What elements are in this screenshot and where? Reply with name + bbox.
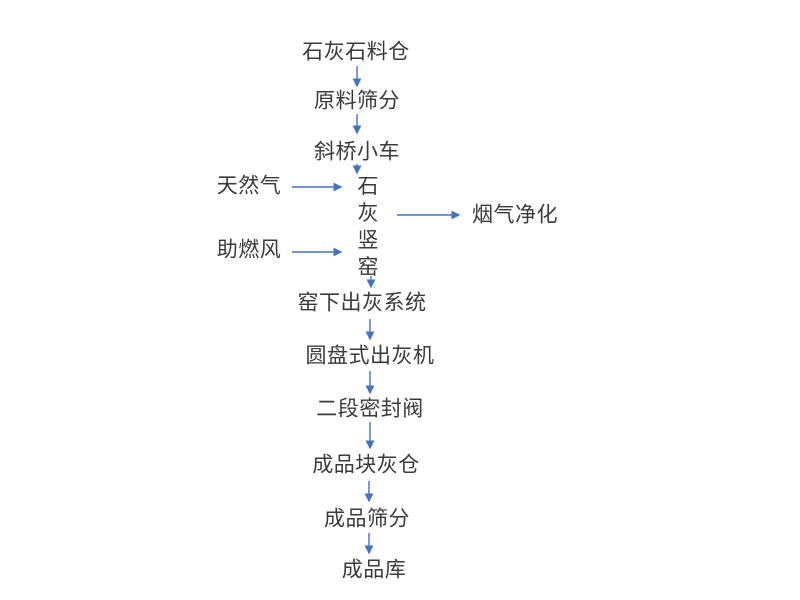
node-kiln-bottom-ash-discharge: 窑下出灰系统	[297, 290, 427, 315]
node-finished-lump-lime-silo: 成品块灰仓	[312, 452, 420, 477]
node-limestone-silo: 石灰石料仓	[302, 39, 410, 64]
node-disc-ash-discharger: 圆盘式出灰机	[305, 343, 435, 368]
node-inclined-bridge-trolley: 斜桥小车	[314, 139, 400, 164]
node-lime-shaft-kiln: 石灰竖窑	[357, 174, 379, 279]
node-natural-gas: 天然气	[216, 173, 282, 198]
node-combustion-air: 助燃风	[216, 237, 282, 262]
node-two-stage-seal-valve: 二段密封阀	[316, 396, 424, 421]
node-raw-material-screening: 原料筛分	[314, 88, 400, 113]
node-finished-product-screening: 成品筛分	[324, 506, 410, 531]
node-finished-product-warehouse: 成品库	[341, 557, 407, 582]
node-flue-gas-purification: 烟气净化	[472, 202, 558, 227]
